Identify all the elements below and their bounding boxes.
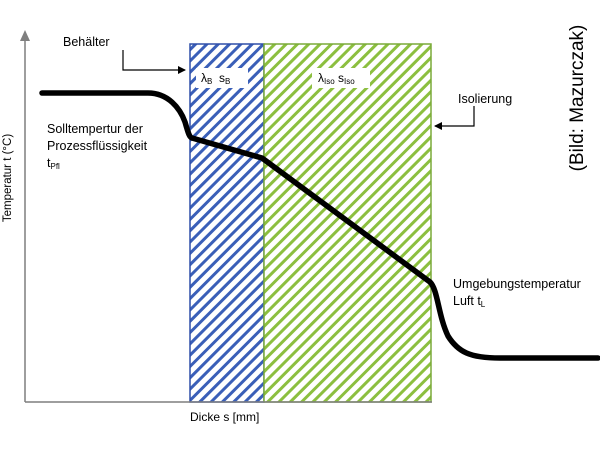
- ambient-line-2: Luft tL: [453, 293, 486, 309]
- fluid-line-2: Prozessflüssigkeit: [47, 138, 148, 153]
- temperature-curve: [39, 90, 600, 361]
- insulation-callout-line: [434, 106, 475, 130]
- fluid-line-1: Solltempertur der: [47, 122, 143, 136]
- container-symbols: λB sB: [201, 71, 231, 86]
- insulation-symbol-bg: [312, 68, 370, 88]
- insulation-label: Isolierung: [458, 92, 513, 106]
- container-callout-line: [122, 50, 186, 74]
- container-label: Behälter: [63, 35, 110, 49]
- container-symbol-bg: [196, 68, 248, 88]
- image-credit: (Bild: Mazurczak): [567, 24, 588, 172]
- y-axis-arrow: [20, 30, 30, 41]
- container-wall-layer: [189, 43, 265, 403]
- fluid-temperature-annotation: Solltempertur der Prozessflüssigkeit tPf…: [47, 121, 147, 173]
- ambient-line-1: Umgebungstemperatur: [453, 277, 581, 291]
- fluid-symbol: tPfl: [47, 155, 60, 171]
- insulation-symbols: λIso sIso: [318, 71, 355, 86]
- y-axis-label: Temperatur t (°C): [2, 133, 14, 223]
- ambient-temperature-annotation: Umgebungstemperatur Luft tL: [453, 276, 581, 311]
- x-axis-label: Dicke s [mm]: [190, 410, 260, 424]
